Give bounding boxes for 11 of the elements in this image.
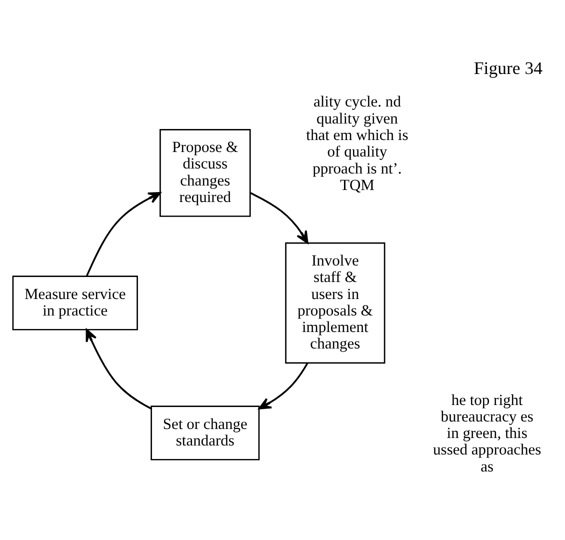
node-box: Involve staff & users in proposals & implement changes	[285, 242, 386, 364]
arrow	[258, 362, 308, 409]
node-box: Set or change standards	[150, 405, 260, 460]
arrow	[86, 328, 152, 409]
label: ality cycle. nd quality given that em which is of quality pproach is nt’. TQM	[306, 93, 408, 194]
arrow	[86, 191, 161, 276]
node-box: Propose & discuss changes required	[160, 128, 251, 216]
label: he top right bureaucracy es in green, this ussed approaches as	[433, 391, 542, 475]
diagram-title: Figure 34	[474, 58, 542, 78]
node-box: Measure service in practice	[12, 275, 138, 330]
arrow	[250, 192, 308, 244]
